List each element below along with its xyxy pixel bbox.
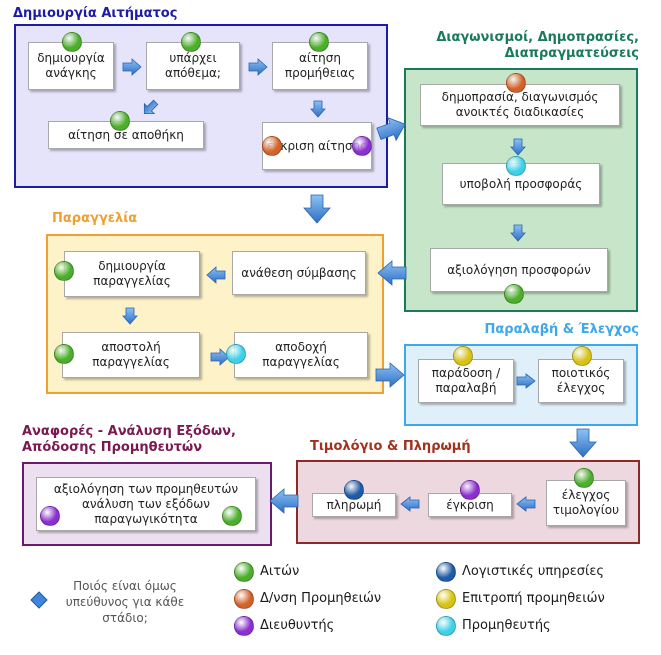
arrow-large-down-icon [569, 428, 597, 458]
arrow-down-icon [310, 100, 326, 118]
legend-dot-procurement [234, 589, 254, 609]
box-invoice-approval-label: έγκριση [446, 497, 494, 512]
arrow-down-left-icon [143, 99, 159, 115]
role-dot-applicant [110, 111, 130, 131]
arrow-large-right-icon [376, 117, 406, 142]
arrow-down-icon [510, 138, 526, 156]
box-contract-award: ανάθεση σύμβασης [232, 251, 366, 295]
arrow-large-down-icon [303, 194, 331, 224]
role-dot-procurement [506, 73, 526, 93]
legend-dot-applicant [234, 562, 254, 582]
role-dot-applicant [181, 32, 201, 52]
box-send-order: αποστολή παραγγελίας [62, 332, 200, 378]
role-dot-supplier [226, 344, 246, 364]
arrow-right-icon [122, 58, 142, 76]
arrow-large-right-icon [375, 362, 405, 388]
box-delivery: παράδοση / παραλαβή [418, 359, 514, 403]
legend-label-accounting: Λογιστικές υπηρεσίες [462, 564, 605, 579]
box-create-need-label: δημιουργία ανάγκης [37, 51, 105, 80]
legend-label-committee: Επιτροπή προμηθειών [462, 591, 605, 606]
arrow-right-icon [248, 58, 268, 76]
role-dot-applicant [504, 284, 524, 304]
legend-label-applicant: Αιτών [260, 564, 300, 579]
box-quality-check-label: ποιοτικός έλεγχος [551, 366, 611, 395]
panel-reports-title-1: Αναφορές - Ανάλυση Εξόδων, [22, 424, 236, 439]
box-send-order-label: αποστολή παραγγελίας [92, 340, 170, 369]
box-evaluate-offers-label: αξιολόγηση προσφορών [447, 262, 591, 277]
legend-note: Ποιός είναι όμως υπεύθυνος για κάθε στάδ… [65, 579, 185, 625]
panel-tenders-title-2: Διαπραγματεύσεις [504, 46, 639, 61]
box-payment-label: πληρωμή [326, 497, 382, 512]
panel-reports-title-2: Απόδοσης Προμηθευτών [22, 440, 203, 455]
legend-dot-director [234, 616, 254, 636]
arrow-down-icon [510, 224, 526, 242]
arrow-left-icon [206, 266, 226, 284]
panel-invoice-title: Τιμολόγιο & Πληρωμή [310, 439, 471, 454]
role-dot-procurement [262, 136, 282, 156]
panel-request-title: Δημιουργία Αιτήματος [13, 6, 178, 21]
role-dot-committee [453, 346, 473, 366]
role-dot-applicant [309, 32, 329, 52]
role-dot-applicant [54, 344, 74, 364]
legend-label-procurement: Δ/νση Προμηθειών [260, 591, 382, 606]
role-dot-applicant [62, 32, 82, 52]
role-dot-applicant [222, 506, 242, 526]
box-create-order: δημιουργία παραγγελίας [64, 251, 200, 297]
box-invoice-check-label: έλεγχος τιμολογίου [552, 488, 620, 517]
role-dot-accounting [344, 480, 364, 500]
legend-label-director: Διευθυντής [260, 618, 335, 633]
box-contract-award-label: ανάθεση σύμβασης [241, 265, 357, 280]
legend-dot-accounting [436, 562, 456, 582]
arrow-left-icon [400, 496, 420, 512]
box-quality-check: ποιοτικός έλεγχος [538, 359, 624, 403]
arrow-left-icon [516, 496, 536, 512]
box-create-order-label: δημιουργία παραγγελίας [93, 259, 171, 288]
role-dot-supplier [506, 156, 526, 176]
role-dot-committee [572, 346, 592, 366]
arrow-right-icon [210, 348, 230, 366]
box-request-approval-label: έγκριση αίτησης [266, 138, 368, 153]
panel-order-title: Παραγγελία [52, 211, 138, 226]
role-dot-director [40, 506, 60, 526]
box-auction-label: δημοπρασία, διαγωνισμός ανοικτές διαδικα… [441, 90, 599, 119]
diamond-bullet-icon [30, 591, 48, 609]
arrow-down-icon [122, 307, 138, 325]
box-accept-order-label: αποδοχή παραγγελίας [262, 340, 340, 369]
box-accept-order: αποδοχή παραγγελίας [234, 332, 368, 378]
legend-label-supplier: Προμηθευτής [462, 618, 551, 633]
legend-dot-supplier [436, 616, 456, 636]
legend-dot-committee [436, 589, 456, 609]
box-submit-offer-label: υποβολή προσφοράς [459, 176, 583, 191]
box-invoice-check: έλεγχος τιμολογίου [546, 480, 626, 526]
box-payment: πληρωμή [312, 493, 396, 517]
role-dot-applicant [574, 468, 594, 488]
panel-receipt-title: Παραλαβή & Έλεγχος [484, 322, 640, 337]
box-in-stock-label: υπάρχει απόθεμα; [165, 51, 221, 80]
box-warehouse-request-label: αίτηση σε αποθήκη [68, 127, 184, 142]
panel-tenders-title-1: Διαγωνισμοί, Δημοπρασίες, [436, 30, 639, 45]
box-supplier-evaluation: αξιολόγηση των προμηθευτών ανάλυση των ε… [36, 477, 256, 531]
arrow-large-left-icon [269, 488, 299, 514]
arrow-right-icon [516, 373, 536, 389]
arrow-large-left-icon [377, 260, 407, 286]
role-dot-director [460, 480, 480, 500]
box-delivery-label: παράδοση / παραλαβή [431, 366, 501, 395]
role-dot-applicant [54, 261, 74, 281]
role-dot-director [352, 136, 372, 156]
box-supply-request-label: αίτηση προμήθειας [284, 51, 356, 80]
box-supplier-evaluation-label: αξιολόγηση των προμηθευτών ανάλυση των ε… [53, 481, 239, 526]
